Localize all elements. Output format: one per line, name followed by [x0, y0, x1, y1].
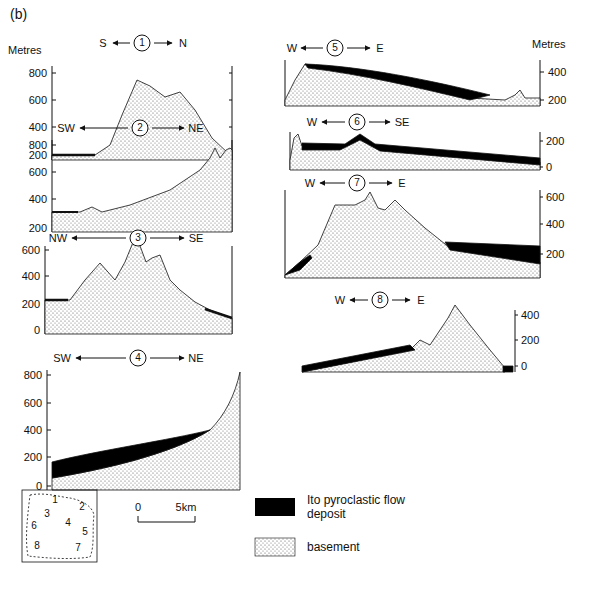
- axis-label: NE: [188, 353, 203, 364]
- axis-label: 400: [22, 271, 40, 282]
- axis-label: Metres: [8, 45, 42, 56]
- axis-label: 200: [24, 452, 42, 463]
- callout-number: 7: [354, 178, 360, 188]
- circled-numbers: [130, 35, 388, 366]
- axis-label: 0: [34, 325, 40, 336]
- profiles: [45, 64, 540, 490]
- axis-label: 200: [29, 223, 47, 234]
- scale-bar: [138, 516, 195, 522]
- axis-label: 0: [521, 361, 527, 372]
- callout-number: 7: [75, 543, 81, 553]
- axis-label: 400: [24, 425, 42, 436]
- axis-label: 400: [548, 67, 566, 78]
- axis-label: 0: [546, 162, 552, 173]
- callout-number: 1: [139, 38, 145, 48]
- callout-number: 5: [332, 43, 338, 53]
- axis-label: 200: [548, 95, 566, 106]
- axis-label: 800: [29, 140, 47, 151]
- axis-label: 0: [135, 502, 141, 513]
- callout-number: 2: [79, 502, 85, 512]
- axis-label: SW: [57, 123, 75, 134]
- direction-arrows: [72, 43, 410, 358]
- axis-label: 200: [546, 136, 564, 147]
- axis-label: S: [99, 38, 106, 49]
- axis-label: W: [305, 178, 315, 189]
- callout-number: 8: [377, 295, 383, 305]
- axis-label: 600: [29, 95, 47, 106]
- callout-number: 4: [135, 353, 141, 363]
- axis-label: 200: [29, 150, 47, 161]
- axis-label: 400: [546, 219, 564, 230]
- callout-number: 3: [44, 509, 50, 519]
- axis-label: 600: [24, 398, 42, 409]
- axes: [45, 60, 544, 490]
- axis-label: 400: [29, 122, 47, 133]
- axis-label: W: [287, 43, 297, 54]
- legend-text: Ito pyroclastic flow deposit: [307, 493, 417, 522]
- axis-label: 0: [36, 481, 42, 492]
- callout-number: 5: [82, 527, 88, 537]
- axis-label: SE: [189, 233, 204, 244]
- axis-label: E: [398, 178, 405, 189]
- axis-label: E: [376, 43, 383, 54]
- axis-label: W: [307, 117, 317, 128]
- axis-label: 600: [22, 245, 40, 256]
- basement-swatch: [255, 538, 295, 556]
- axis-label: NE: [188, 123, 203, 134]
- axis-label: Metres: [532, 39, 566, 50]
- callout-number: 3: [135, 233, 141, 243]
- legend-text: basement: [307, 540, 417, 554]
- axis-label: 800: [29, 68, 47, 79]
- axis-label: 200: [22, 299, 40, 310]
- callout-number: 2: [137, 123, 143, 133]
- axis-label: 400: [521, 310, 539, 321]
- axis-label: 600: [29, 167, 47, 178]
- axis-label: E: [417, 295, 424, 306]
- axis-label: 400: [29, 194, 47, 205]
- inset-map: [22, 490, 97, 562]
- axis-label: NW: [49, 233, 67, 244]
- callout-number: 6: [31, 521, 37, 531]
- axis-label: W: [335, 295, 345, 306]
- axis-label: (b): [10, 7, 27, 21]
- callout-number: 4: [65, 518, 71, 528]
- axis-label: SE: [395, 117, 410, 128]
- axis-label: 600: [546, 192, 564, 203]
- callout-number: 8: [34, 541, 40, 551]
- axis-label: 800: [24, 370, 42, 381]
- axis-label: 200: [546, 249, 564, 260]
- callout-number: 6: [354, 117, 360, 127]
- callout-number: 1: [52, 495, 58, 505]
- axis-label: 200: [521, 335, 539, 346]
- axis-label: 5km: [176, 502, 197, 513]
- axis-label: SW: [53, 353, 71, 364]
- axis-label: N: [179, 38, 187, 49]
- legend-swatch: [255, 498, 295, 516]
